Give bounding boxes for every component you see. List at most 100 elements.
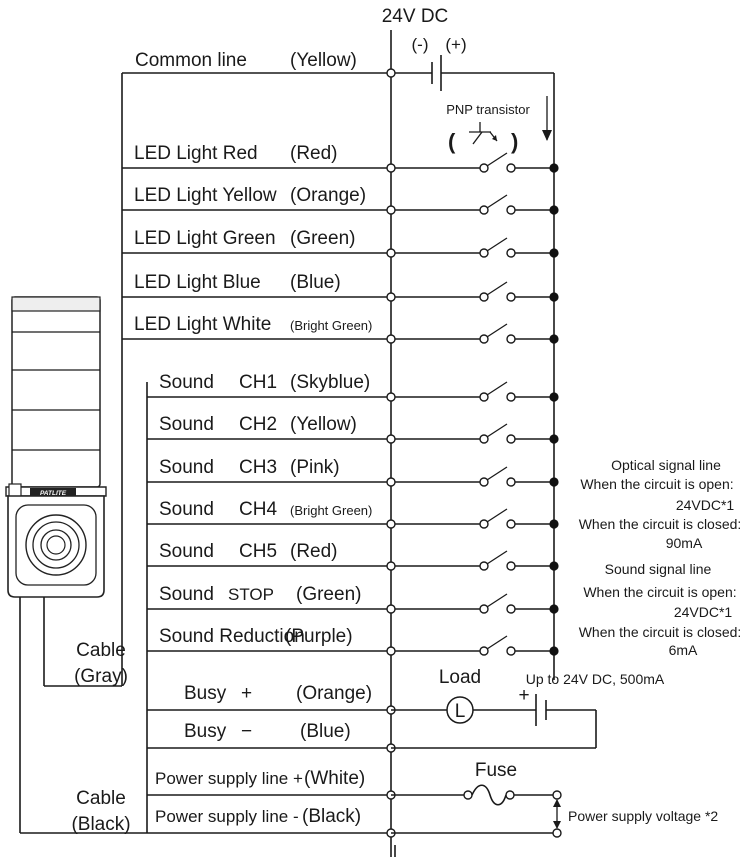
pnp-transistor-symbol: PNP transistor ( ) (446, 96, 552, 154)
optical-note-closed: When the circuit is closed: (579, 516, 742, 532)
transistor-label: PNP transistor (446, 102, 530, 117)
junction-dot (549, 292, 559, 302)
cable-black-label: Cable (76, 788, 126, 809)
led-line-5: LED Light White (Bright Green) (122, 314, 559, 344)
sound-note-open-value: 24VDC*1 (674, 604, 733, 620)
sound-line-2-channel: CH2 (239, 414, 277, 435)
optical-note-open: When the circuit is open: (580, 476, 733, 492)
optical-note-closed-value: 90mA (666, 535, 703, 551)
led-line-3-color: (Green) (290, 228, 355, 249)
junction-dot (549, 646, 559, 656)
led-line-5-color: (Bright Green) (290, 318, 372, 333)
sound-line-5-color: (Red) (290, 541, 338, 562)
sound-note-open: When the circuit is open: (583, 584, 736, 600)
svg-text:(: ( (448, 129, 456, 154)
switch-blade (486, 152, 508, 167)
sound-line-6-channel: STOP (228, 585, 274, 604)
busy-line-2: Busy−(Blue) (147, 721, 396, 753)
switch-contact (506, 604, 516, 614)
supply-label: 24V DC (382, 6, 449, 27)
switch-contact (479, 477, 489, 487)
supply-plus-label: (+) (445, 35, 466, 54)
switch-contact (506, 646, 516, 656)
switch-contact (506, 561, 516, 571)
switch-contact (479, 392, 489, 402)
common-line-name: Common line (135, 50, 247, 71)
svg-text:): ) (511, 129, 518, 154)
led-line-2: LED Light Yellow(Orange) (122, 185, 559, 215)
optical-signal-notes: Optical signal line When the circuit is … (579, 457, 742, 551)
sound-line-7-color: (Purple) (285, 626, 353, 647)
common-line-color: (Yellow) (290, 50, 357, 71)
sound-signal-notes: Sound signal line When the circuit is op… (579, 561, 742, 658)
junction-dot (549, 477, 559, 487)
led-line-5-name: LED Light White (134, 314, 271, 335)
switch-contact (479, 604, 489, 614)
led-line-3-name: LED Light Green (134, 228, 276, 249)
sound-line-5-channel: CH5 (239, 541, 277, 562)
led-line-4-color: (Blue) (290, 272, 341, 293)
power-line-1: Power supply line +(White) (147, 768, 396, 800)
sound-line-7-name: Sound Reduction (159, 626, 305, 647)
switch-contact (479, 434, 489, 444)
power-line-1-color: (White) (304, 768, 365, 789)
switch-blade (486, 323, 508, 338)
busy-line-1-color: (Orange) (296, 683, 372, 704)
common-line (122, 68, 396, 78)
sound-line-1-channel: CH1 (239, 372, 277, 393)
sound-line-3-color: (Pink) (290, 457, 340, 478)
load-plus: + (518, 685, 529, 706)
switch-contact (479, 646, 489, 656)
switch-contact (479, 334, 489, 344)
cable-black-color: (Black) (71, 814, 130, 835)
tower-logo: PATLITE (40, 490, 67, 497)
switch-blade (486, 237, 508, 252)
switch-contact (479, 205, 489, 215)
switch-contact (479, 248, 489, 258)
sound-note-title: Sound signal line (605, 561, 712, 577)
busy-line-1: Busy + (Orange) (147, 683, 396, 715)
busy-line-1-sign: + (241, 683, 252, 704)
junction-dot (549, 519, 559, 529)
switch-contact (479, 292, 489, 302)
power-line-2-name: Power supply line - (155, 807, 299, 826)
power-line-1-name: Power supply line + (155, 769, 303, 788)
sound-line-2-color: (Yellow) (290, 414, 357, 435)
busy-line-1-name: Busy (184, 683, 227, 704)
sound-line-6-color: (Green) (296, 584, 361, 605)
led-line-2-color: (Orange) (290, 185, 366, 206)
junction-dot (549, 561, 559, 571)
led-line-1-name: LED Light Red (134, 143, 258, 164)
dc-supply: 24V DC (-) (+) (382, 6, 555, 680)
load-circuit: Load L Up to 24V DC, 500mA + (391, 667, 665, 749)
sound-line-6-name: Sound (159, 584, 214, 605)
switch-contact (506, 392, 516, 402)
fuse-circuit: Fuse Power supply voltage *2 (391, 760, 718, 838)
switch-blade (486, 593, 508, 608)
sound-line-4-color: (Bright Green) (290, 503, 372, 518)
switch-contact (506, 519, 516, 529)
switch-contact (506, 434, 516, 444)
busy-line-2-name: Busy (184, 721, 227, 742)
sound-line-3-channel: CH3 (239, 457, 277, 478)
power-line-2: Power supply line -(Black) (147, 806, 396, 838)
switch-blade (486, 466, 508, 481)
switch-blade (486, 381, 508, 396)
load-symbol-letter: L (455, 701, 466, 722)
sound-line-1-name: Sound (159, 372, 214, 393)
sound-line-3-name: Sound (159, 457, 214, 478)
switch-contact (506, 163, 516, 173)
junction-dot (549, 434, 559, 444)
sound-note-closed-value: 6mA (669, 642, 698, 658)
cable-gray-color: (Gray) (74, 666, 128, 687)
switch-contact (506, 334, 516, 344)
load-rating: Up to 24V DC, 500mA (526, 671, 665, 687)
switch-contact (479, 163, 489, 173)
junction-dot (549, 604, 559, 614)
led-line-3: LED Light Green (Green) (122, 228, 559, 258)
signal-tower-illustration: PATLITE (5, 296, 107, 833)
